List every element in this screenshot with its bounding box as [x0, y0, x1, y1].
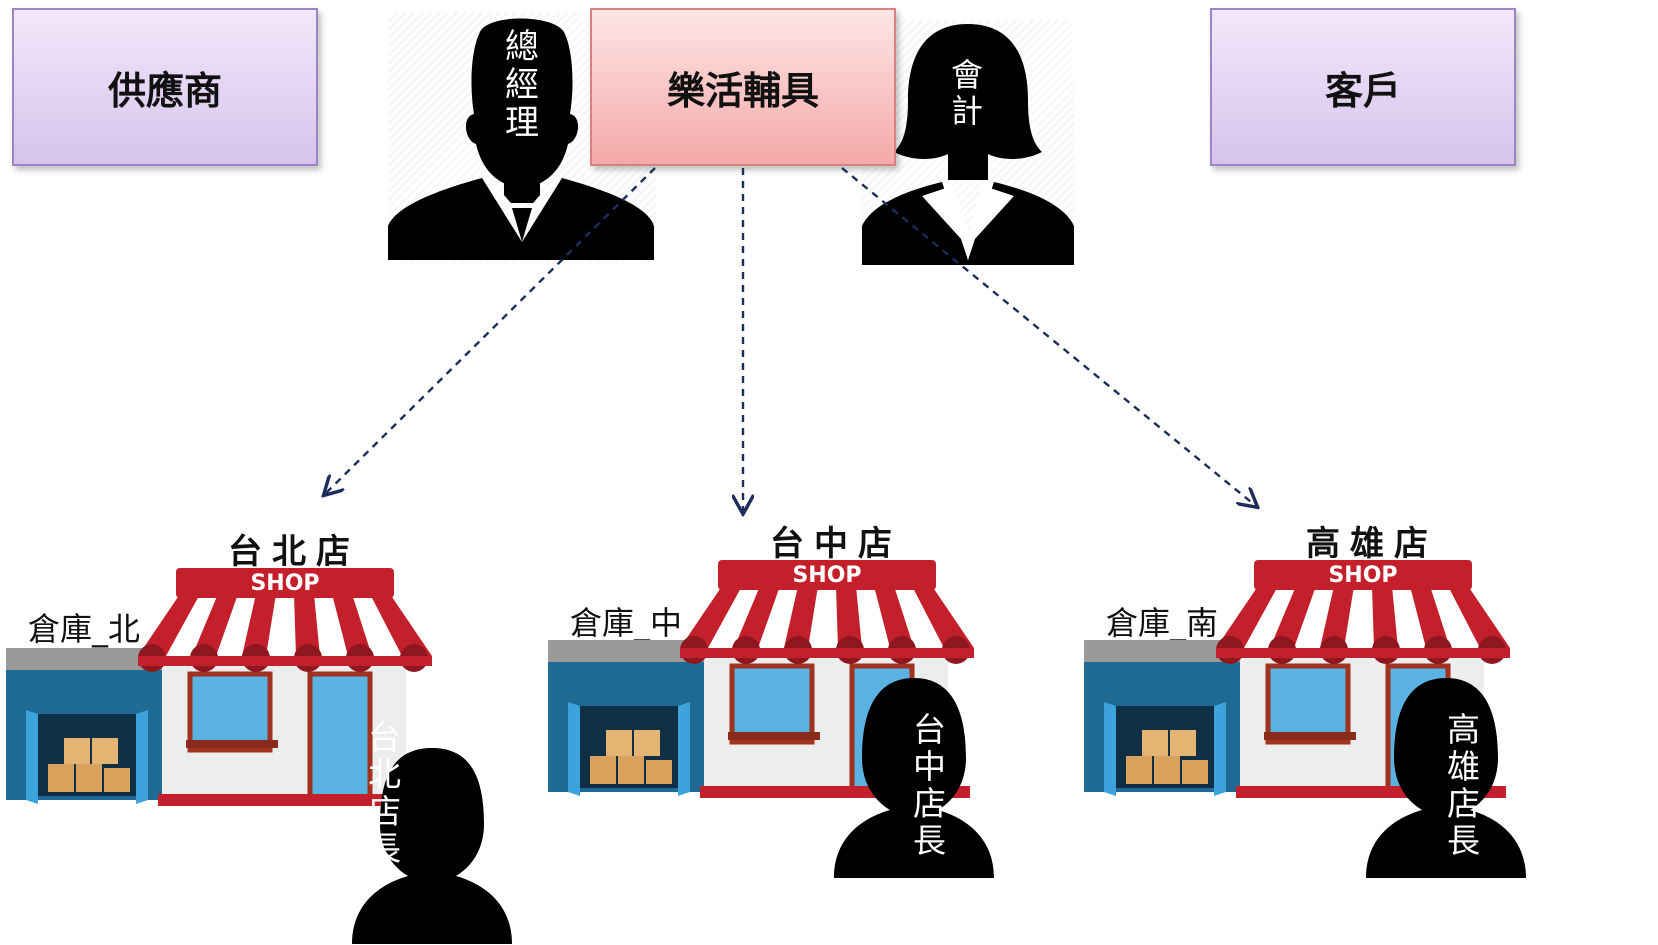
accountant-char-1: 會 — [951, 56, 984, 94]
warehouse-label-south: 倉庫_南 — [1106, 604, 1219, 642]
accountant-label: 會 計 — [951, 56, 984, 130]
accountant-silhouette — [862, 24, 1074, 265]
gm-char-3: 理 — [505, 103, 539, 144]
shop-sign-kaohsiung: SHOP — [1328, 562, 1398, 588]
store-title-taichung: 台中店 — [770, 524, 902, 564]
gm-char-1: 總 — [505, 27, 539, 67]
warehouse-label-central: 倉庫_中 — [570, 604, 683, 642]
accountant-char-2: 計 — [951, 91, 984, 130]
store-illustration-kaohsiung — [1084, 560, 1526, 878]
company-label: 樂活輔具 — [666, 68, 819, 113]
taipei-manager-char-1: 台 — [368, 718, 401, 757]
taipei-manager-char-4: 長 — [368, 828, 401, 868]
store-title-kaohsiung: 高雄店 — [1306, 524, 1438, 564]
gm-char-2: 經 — [505, 65, 539, 106]
general-manager-label: 總 經 理 — [505, 28, 539, 142]
kaohsiung-manager-char-2: 雄 — [1447, 746, 1480, 786]
manager-label-taipei: 台 北 店 長 — [368, 718, 401, 868]
store-illustration-taichung — [548, 560, 994, 878]
warehouse-label-north: 倉庫_北 — [28, 610, 141, 648]
shop-sign-taipei: SHOP — [250, 570, 320, 596]
taichung-manager-char-1: 台 — [913, 710, 946, 749]
general-manager-silhouette — [388, 18, 654, 260]
taipei-manager-char-2: 北 — [368, 754, 401, 794]
arrow-to-kaohsiung — [841, 167, 1256, 506]
manager-label-kaohsiung: 高 雄 店 長 — [1447, 710, 1480, 860]
taichung-manager-char-2: 中 — [913, 746, 946, 786]
manager-label-taichung: 台 中 店 長 — [913, 710, 946, 860]
customer-label: 客戶 — [1324, 68, 1401, 113]
supplier-label: 供應商 — [107, 68, 222, 113]
arrow-to-taipei — [325, 167, 656, 494]
kaohsiung-manager-char-4: 長 — [1447, 820, 1480, 860]
taichung-manager-char-3: 店 — [913, 783, 946, 823]
store-illustration-taipei — [6, 568, 512, 944]
customer-box: 客戶 — [1210, 8, 1516, 166]
kaohsiung-manager-char-3: 店 — [1447, 783, 1480, 823]
company-box: 樂活輔具 — [590, 8, 896, 166]
kaohsiung-manager-char-1: 高 — [1447, 710, 1480, 749]
shop-sign-taichung: SHOP — [792, 562, 862, 588]
taichung-manager-char-4: 長 — [913, 820, 946, 860]
taipei-manager-char-3: 店 — [368, 791, 401, 831]
store-title-taipei: 台北店 — [228, 532, 360, 572]
supplier-box: 供應商 — [12, 8, 318, 166]
